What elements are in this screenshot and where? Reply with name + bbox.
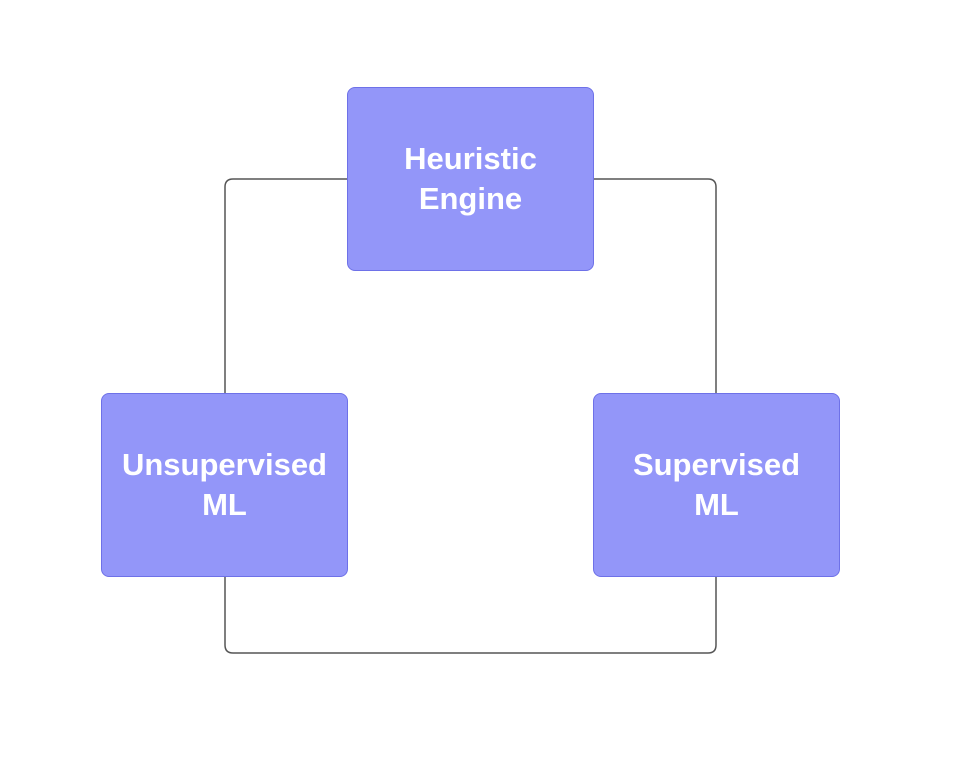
node-heuristic-engine: Heuristic Engine	[347, 87, 594, 271]
edge-unsupervised-to-supervised	[224, 577, 717, 654]
node-unsupervised-ml: Unsupervised ML	[101, 393, 348, 577]
edge-heuristic-to-supervised	[594, 178, 717, 393]
node-supervised-ml-label: Supervised ML	[633, 445, 800, 525]
node-supervised-ml-line-2: ML	[694, 487, 739, 522]
node-unsupervised-ml-line-2: ML	[202, 487, 247, 522]
node-heuristic-engine-line-1: Heuristic	[404, 141, 537, 176]
edge-heuristic-to-unsupervised	[224, 178, 347, 393]
node-heuristic-engine-line-2: Engine	[418, 181, 523, 216]
node-supervised-ml-line-1: Supervised	[632, 447, 801, 482]
node-supervised-ml: Supervised ML	[593, 393, 840, 577]
node-unsupervised-ml-line-1: Unsupervised	[121, 447, 327, 482]
node-heuristic-engine-label: Heuristic Engine	[404, 139, 537, 219]
node-unsupervised-ml-label: Unsupervised ML	[122, 445, 327, 525]
